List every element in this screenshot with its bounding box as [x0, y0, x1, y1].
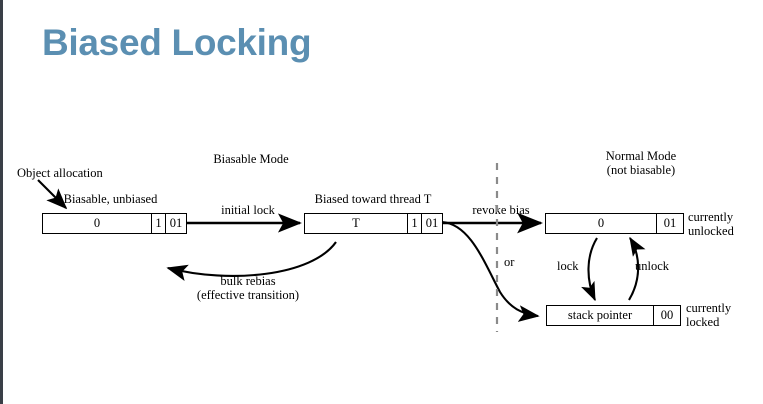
object-allocation-label: Object allocation — [17, 166, 103, 180]
currently-locked-line1: currently — [686, 301, 732, 315]
bulk-rebias-label-line1: bulk rebias — [220, 274, 276, 288]
currently-locked-line2: locked — [686, 315, 720, 329]
normal-unlocked-word-box: 0 01 — [545, 213, 684, 234]
word-cell-payload: 0 — [597, 216, 605, 230]
initial-lock-label: initial lock — [221, 203, 275, 217]
currently-unlocked-line1: currently — [688, 210, 734, 224]
bulk-rebias-arrow — [166, 241, 337, 281]
lock-label: lock — [557, 259, 579, 273]
or-branch-arrow — [441, 220, 540, 322]
normal-mode-header-line1: Normal Mode — [605, 149, 677, 163]
biased-toward-thread-word-box: T 1 01 — [304, 213, 443, 234]
currently-unlocked-line2: unlocked — [688, 224, 734, 238]
unlock-label: unlock — [635, 259, 670, 273]
word-cell-payload: 0 — [93, 216, 101, 230]
page-title: Biased Locking — [42, 22, 312, 63]
revoke-bias-label: revoke bias — [472, 203, 530, 217]
or-label: or — [504, 255, 515, 269]
word-cell-payload: T — [352, 216, 360, 230]
biasable-unbiased-word-box: 0 1 01 — [42, 213, 187, 234]
normal-mode-header-line2: (not biasable) — [606, 163, 676, 177]
biasable-unbiased-label: Biasable, unbiased — [63, 192, 158, 206]
word-cell-tag-bits: 01 — [165, 214, 186, 233]
word-cell-payload: stack pointer — [567, 308, 633, 322]
word-cell-bias-bit: 1 — [407, 214, 421, 233]
biased-toward-thread-label: Biased toward thread T — [314, 192, 432, 206]
biasable-mode-header: Biasable Mode — [213, 152, 289, 166]
normal-locked-word-box: stack pointer 00 — [546, 305, 681, 326]
lock-arrow — [581, 237, 598, 302]
word-cell-tag-bits: 00 — [653, 306, 680, 325]
bulk-rebias-label-line2: (effective transition) — [196, 288, 300, 302]
word-cell-tag-bits: 01 — [656, 214, 683, 233]
word-cell-bias-bit: 1 — [151, 214, 165, 233]
slide-left-border — [0, 0, 3, 404]
word-cell-tag-bits: 01 — [421, 214, 442, 233]
